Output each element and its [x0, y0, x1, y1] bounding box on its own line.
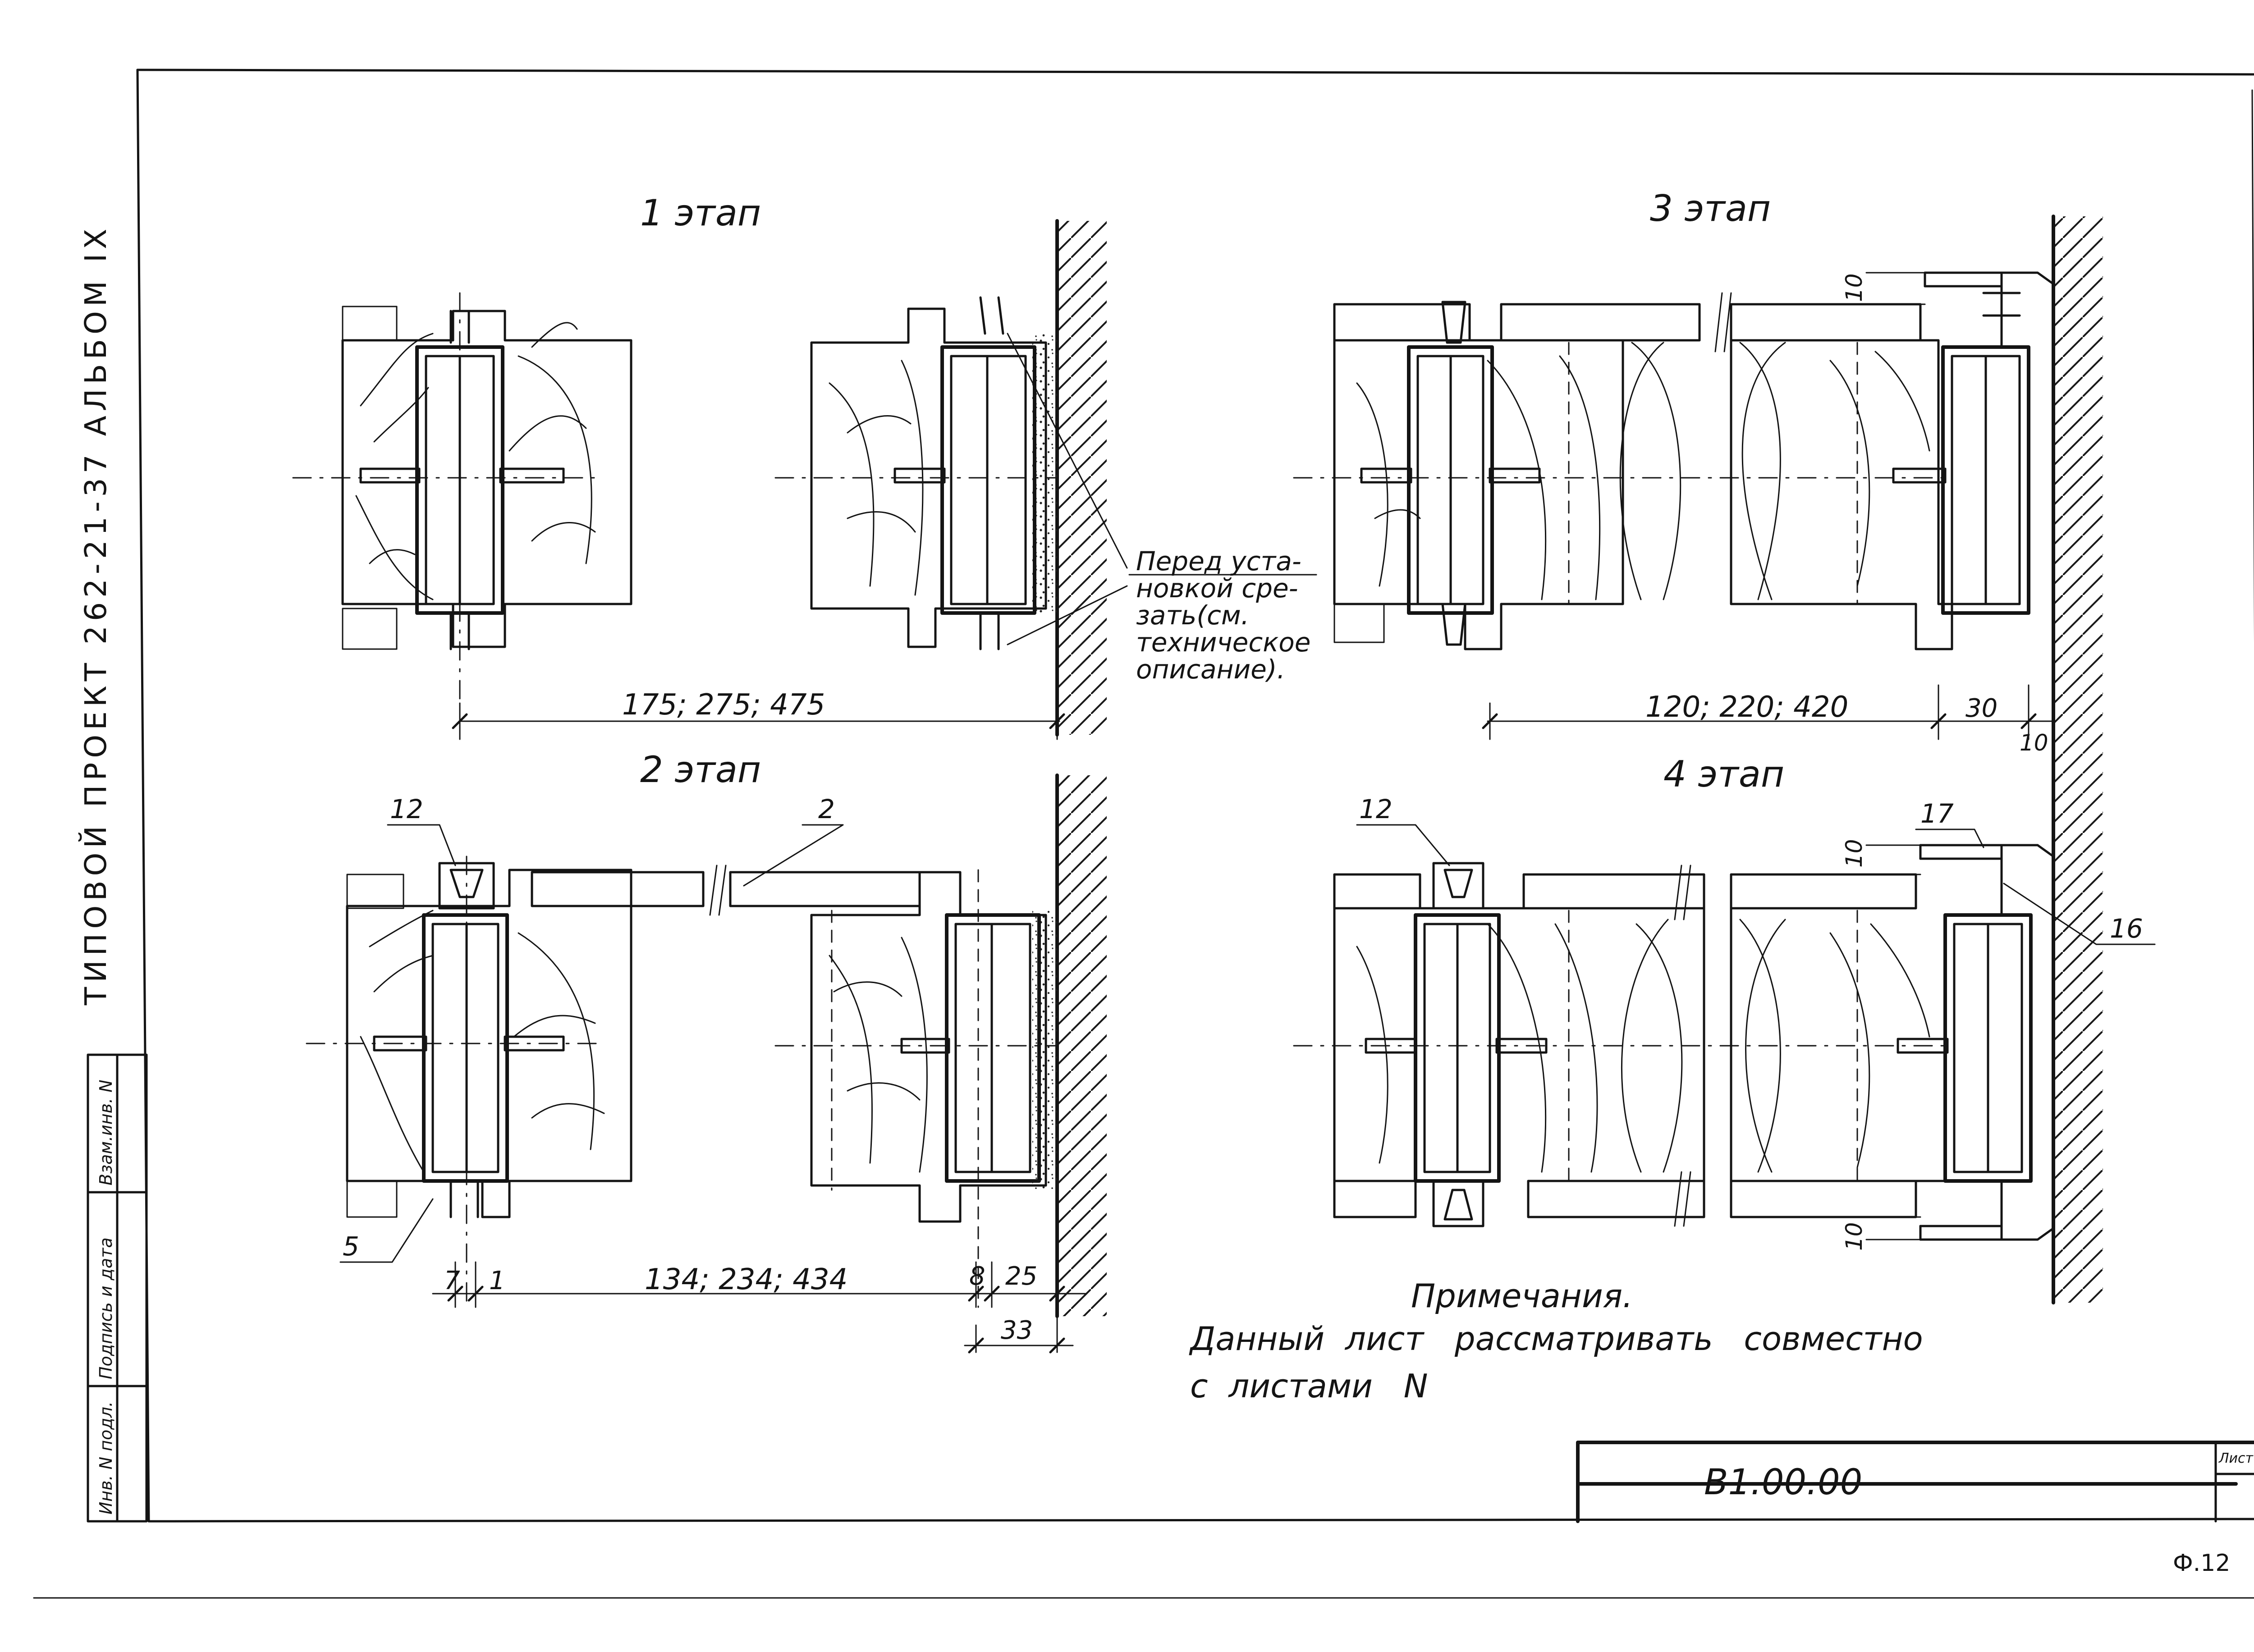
dim-stage2-8: 8: [969, 1262, 985, 1291]
notes-line-2: с листами N: [1190, 1367, 1428, 1405]
stamp-replace-inv: Взам.инв. N: [96, 1080, 116, 1185]
cut-note: Перед уста- новкой сре- зать(см. техниче…: [1128, 546, 1317, 685]
sidebar-title: ТИПОВОЙ ПРОЕКТ 262-21-37 АЛЬБОМ IX: [78, 224, 113, 1006]
stage-1-detail: 175; 275; 475: [292, 292, 1128, 740]
dim-stage4-10-top: 10: [1841, 839, 1867, 868]
wall-left-pair: [1055, 219, 1107, 1318]
cut-note-line-3: зать(см.: [1136, 600, 1249, 631]
cut-note-line-4: техническое: [1136, 627, 1310, 658]
format-mark: Ф.12: [2173, 1550, 2230, 1577]
stage-4-detail: 10 10: [1293, 824, 2156, 1251]
sidebar-project-text: ТИПОВОЙ ПРОЕКТ 262-21-37 АЛЬБОМ IX: [78, 224, 113, 1006]
dim-stage3-10-top: 10: [1841, 273, 1867, 302]
wall-right: [2052, 215, 2103, 1304]
cut-note-line-1: Перед уста-: [1136, 546, 1301, 577]
title-block: В1.00.00 Лист Ф.12: [1576, 1441, 2254, 1577]
callout-12-stage4: 12: [1359, 794, 1393, 824]
callout-17-stage4: 17: [1920, 798, 1954, 829]
callout-5-stage2: 5: [343, 1231, 359, 1262]
dim-stage2-7: 7: [444, 1266, 460, 1295]
dim-stage1-width: 175; 275; 475: [622, 688, 825, 722]
stamp-sign-date: Подпись и дата: [96, 1237, 116, 1379]
dim-stage2-33: 33: [1001, 1316, 1033, 1345]
stamp-column: Инв. N подл. Подпись и дата Взам.инв. N: [87, 1053, 148, 1523]
cut-note-line-2: новкой сре-: [1136, 573, 1298, 604]
stage-4-title: 4 этап: [1663, 753, 1784, 795]
dim-stage3-30: 30: [1965, 694, 1997, 723]
stamp-inv-original: Инв. N подл.: [96, 1401, 116, 1515]
sheet-frame: [33, 69, 2254, 1599]
dim-stage4-10-bottom: 10: [1841, 1222, 1867, 1251]
title-block-sheet-label: Лист: [2218, 1451, 2254, 1466]
stage-3-title: 3 этап: [1650, 188, 1771, 229]
dim-stage2-25: 25: [1005, 1262, 1037, 1291]
stage-3-detail: 120; 220; 420 30 10 10: [1293, 271, 2057, 756]
dim-stage3-width: 120; 220; 420: [1645, 691, 1848, 724]
notes-block: Примечания. Данный лист рассматривать со…: [1189, 1277, 1923, 1405]
callout-2-stage2: 2: [818, 794, 835, 824]
dim-stage2-1: 1: [489, 1266, 505, 1295]
title-block-code: В1.00.00: [1704, 1462, 1862, 1503]
cut-note-line-5: описание).: [1136, 654, 1285, 685]
dim-stage2-width: 134; 234; 434: [645, 1263, 848, 1296]
notes-line-1: Данный лист рассматривать совместно: [1189, 1320, 1923, 1358]
stage-1-title: 1 этап: [640, 192, 761, 234]
callout-16-stage4: 16: [2110, 913, 2143, 944]
stage-2-title: 2 этап: [640, 749, 761, 791]
stage-2-detail: 134; 234; 434 7 1 8 25 33: [306, 824, 1087, 1354]
notes-title: Примечания.: [1411, 1277, 1633, 1315]
dim-stage3-10-bottom: 10: [2020, 730, 2048, 756]
callout-12-stage2: 12: [390, 794, 423, 824]
